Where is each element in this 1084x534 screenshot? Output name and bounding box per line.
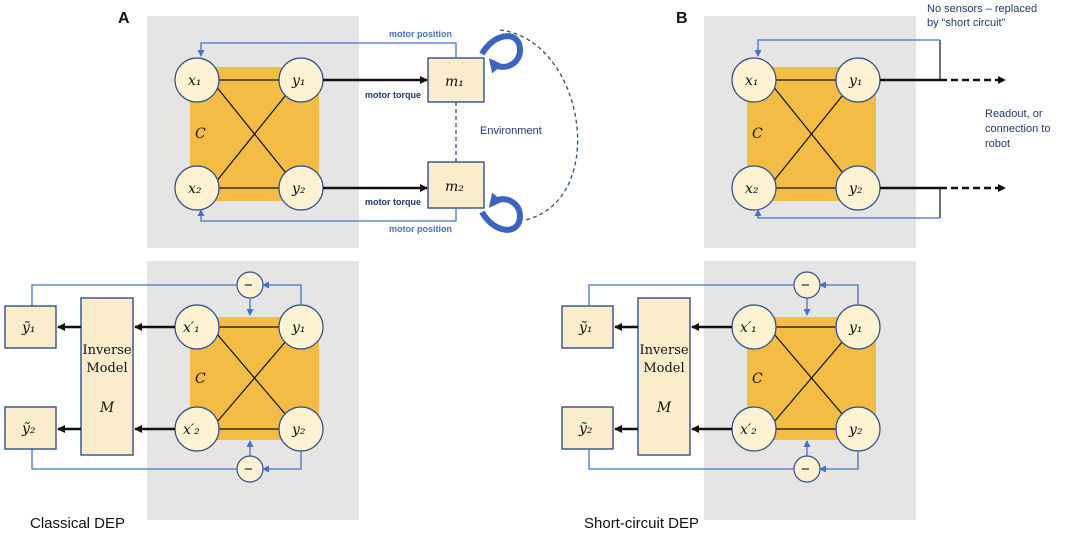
inverse-model-line-2: Model bbox=[86, 361, 127, 376]
inverse-model-line-1-b: Inverse bbox=[639, 343, 688, 358]
caption-short-circuit-dep: Short-circuit DEP bbox=[584, 515, 699, 532]
matrix-label: C bbox=[195, 126, 206, 142]
panel-b-model: C x′₁ y₁ x′₂ y₂ − − Inverse Model M ỹ₁ ỹ… bbox=[561, 261, 916, 532]
minus-top: − bbox=[244, 277, 253, 294]
sensor-note-line-2: by “short circuit” bbox=[927, 17, 1006, 29]
readout-note-line-1: Readout, or bbox=[985, 108, 1043, 120]
model-label-y1: y₁ bbox=[291, 320, 306, 336]
inverse-model-line-3: M bbox=[99, 400, 115, 416]
environment-loop bbox=[499, 29, 579, 221]
motor-torque-label-1: motor torque bbox=[365, 90, 421, 100]
model-label-x1-b: x′₁ bbox=[740, 320, 757, 336]
rotation-icon-2 bbox=[479, 192, 524, 233]
inverse-model-line-2-b: Model bbox=[643, 361, 684, 376]
panel-a-controller: A C x₁ y₁ x₂ y₂ motor torque motor torqu… bbox=[118, 10, 579, 248]
label-x1-b: x₁ bbox=[745, 73, 759, 89]
minus-bottom-b: − bbox=[801, 461, 810, 478]
minus-top-b: − bbox=[801, 277, 810, 294]
label-y1-b: y₁ bbox=[848, 73, 863, 89]
model-label-x1: x′₁ bbox=[183, 320, 200, 336]
panel-a-model: C x′₁ y₁ x′₂ y₂ − − Inverse Model M ỹ₁ bbox=[4, 261, 359, 532]
motor-box-m2 bbox=[427, 161, 485, 209]
estimate-label-1-b: ỹ₁ bbox=[578, 320, 593, 336]
caption-classical-dep: Classical DEP bbox=[30, 515, 125, 532]
motor-label-m2: m₂ bbox=[445, 179, 464, 195]
panel-b-letter: B bbox=[676, 10, 688, 27]
inverse-model-line-3-b: M bbox=[656, 400, 672, 416]
sensor-node-x1 bbox=[174, 57, 220, 103]
label-x2-b: x₂ bbox=[745, 181, 759, 197]
model-label-y2: y₂ bbox=[291, 422, 306, 438]
estimate-label-1: ỹ₁ bbox=[21, 320, 36, 336]
rotation-icon-1 bbox=[479, 33, 524, 74]
model-label-y2-b: y₂ bbox=[848, 422, 863, 438]
model-matrix-label-b: C bbox=[752, 371, 763, 387]
matrix-label-b: C bbox=[752, 126, 763, 142]
model-label-x2-b: x′₂ bbox=[740, 422, 757, 438]
inverse-model-box-b bbox=[637, 297, 691, 456]
position-feedback-2 bbox=[197, 208, 457, 222]
motor-position-label-2: motor position bbox=[389, 224, 452, 234]
estimate-box-1 bbox=[4, 305, 57, 349]
motor-position-label-1: motor position bbox=[389, 29, 452, 39]
inverse-model-line-1: Inverse bbox=[82, 343, 131, 358]
sensor-node-x1-b bbox=[731, 57, 777, 103]
readout-note-line-2: connection to bbox=[985, 123, 1050, 135]
minus-bottom: − bbox=[244, 461, 253, 478]
label-y1: y₁ bbox=[291, 73, 306, 89]
panel-b-controller: B C x₁ y₁ x₂ y₂ No sensors – replaced by… bbox=[676, 3, 1050, 248]
motor-label-m1: m₁ bbox=[445, 74, 464, 90]
estimate-label-2-b: ỹ₂ bbox=[578, 421, 593, 437]
estimate-box-2 bbox=[4, 406, 57, 450]
label-x1: x₁ bbox=[188, 73, 202, 89]
sensor-node-x2-b bbox=[731, 165, 777, 211]
panel-a-letter: A bbox=[118, 10, 130, 27]
sensor-node-x2 bbox=[174, 165, 220, 211]
model-label-x2: x′₂ bbox=[183, 422, 200, 438]
label-y2-b: y₂ bbox=[848, 181, 863, 197]
motor-torque-label-2: motor torque bbox=[365, 197, 421, 207]
estimate-label-2: ỹ₂ bbox=[21, 421, 36, 437]
model-label-y1-b: y₁ bbox=[848, 320, 863, 336]
label-x2: x₂ bbox=[188, 181, 202, 197]
sensor-note-line-1: No sensors – replaced bbox=[927, 3, 1037, 15]
readout-note-line-3: robot bbox=[985, 138, 1010, 150]
model-matrix-label: C bbox=[195, 371, 206, 387]
estimate-box-1-b bbox=[561, 305, 614, 349]
label-y2: y₂ bbox=[291, 181, 306, 197]
position-feedback-1 bbox=[197, 42, 457, 58]
estimate-box-2-b bbox=[561, 406, 614, 450]
environment-label: Environment bbox=[480, 125, 542, 137]
inverse-model-box bbox=[80, 297, 134, 456]
